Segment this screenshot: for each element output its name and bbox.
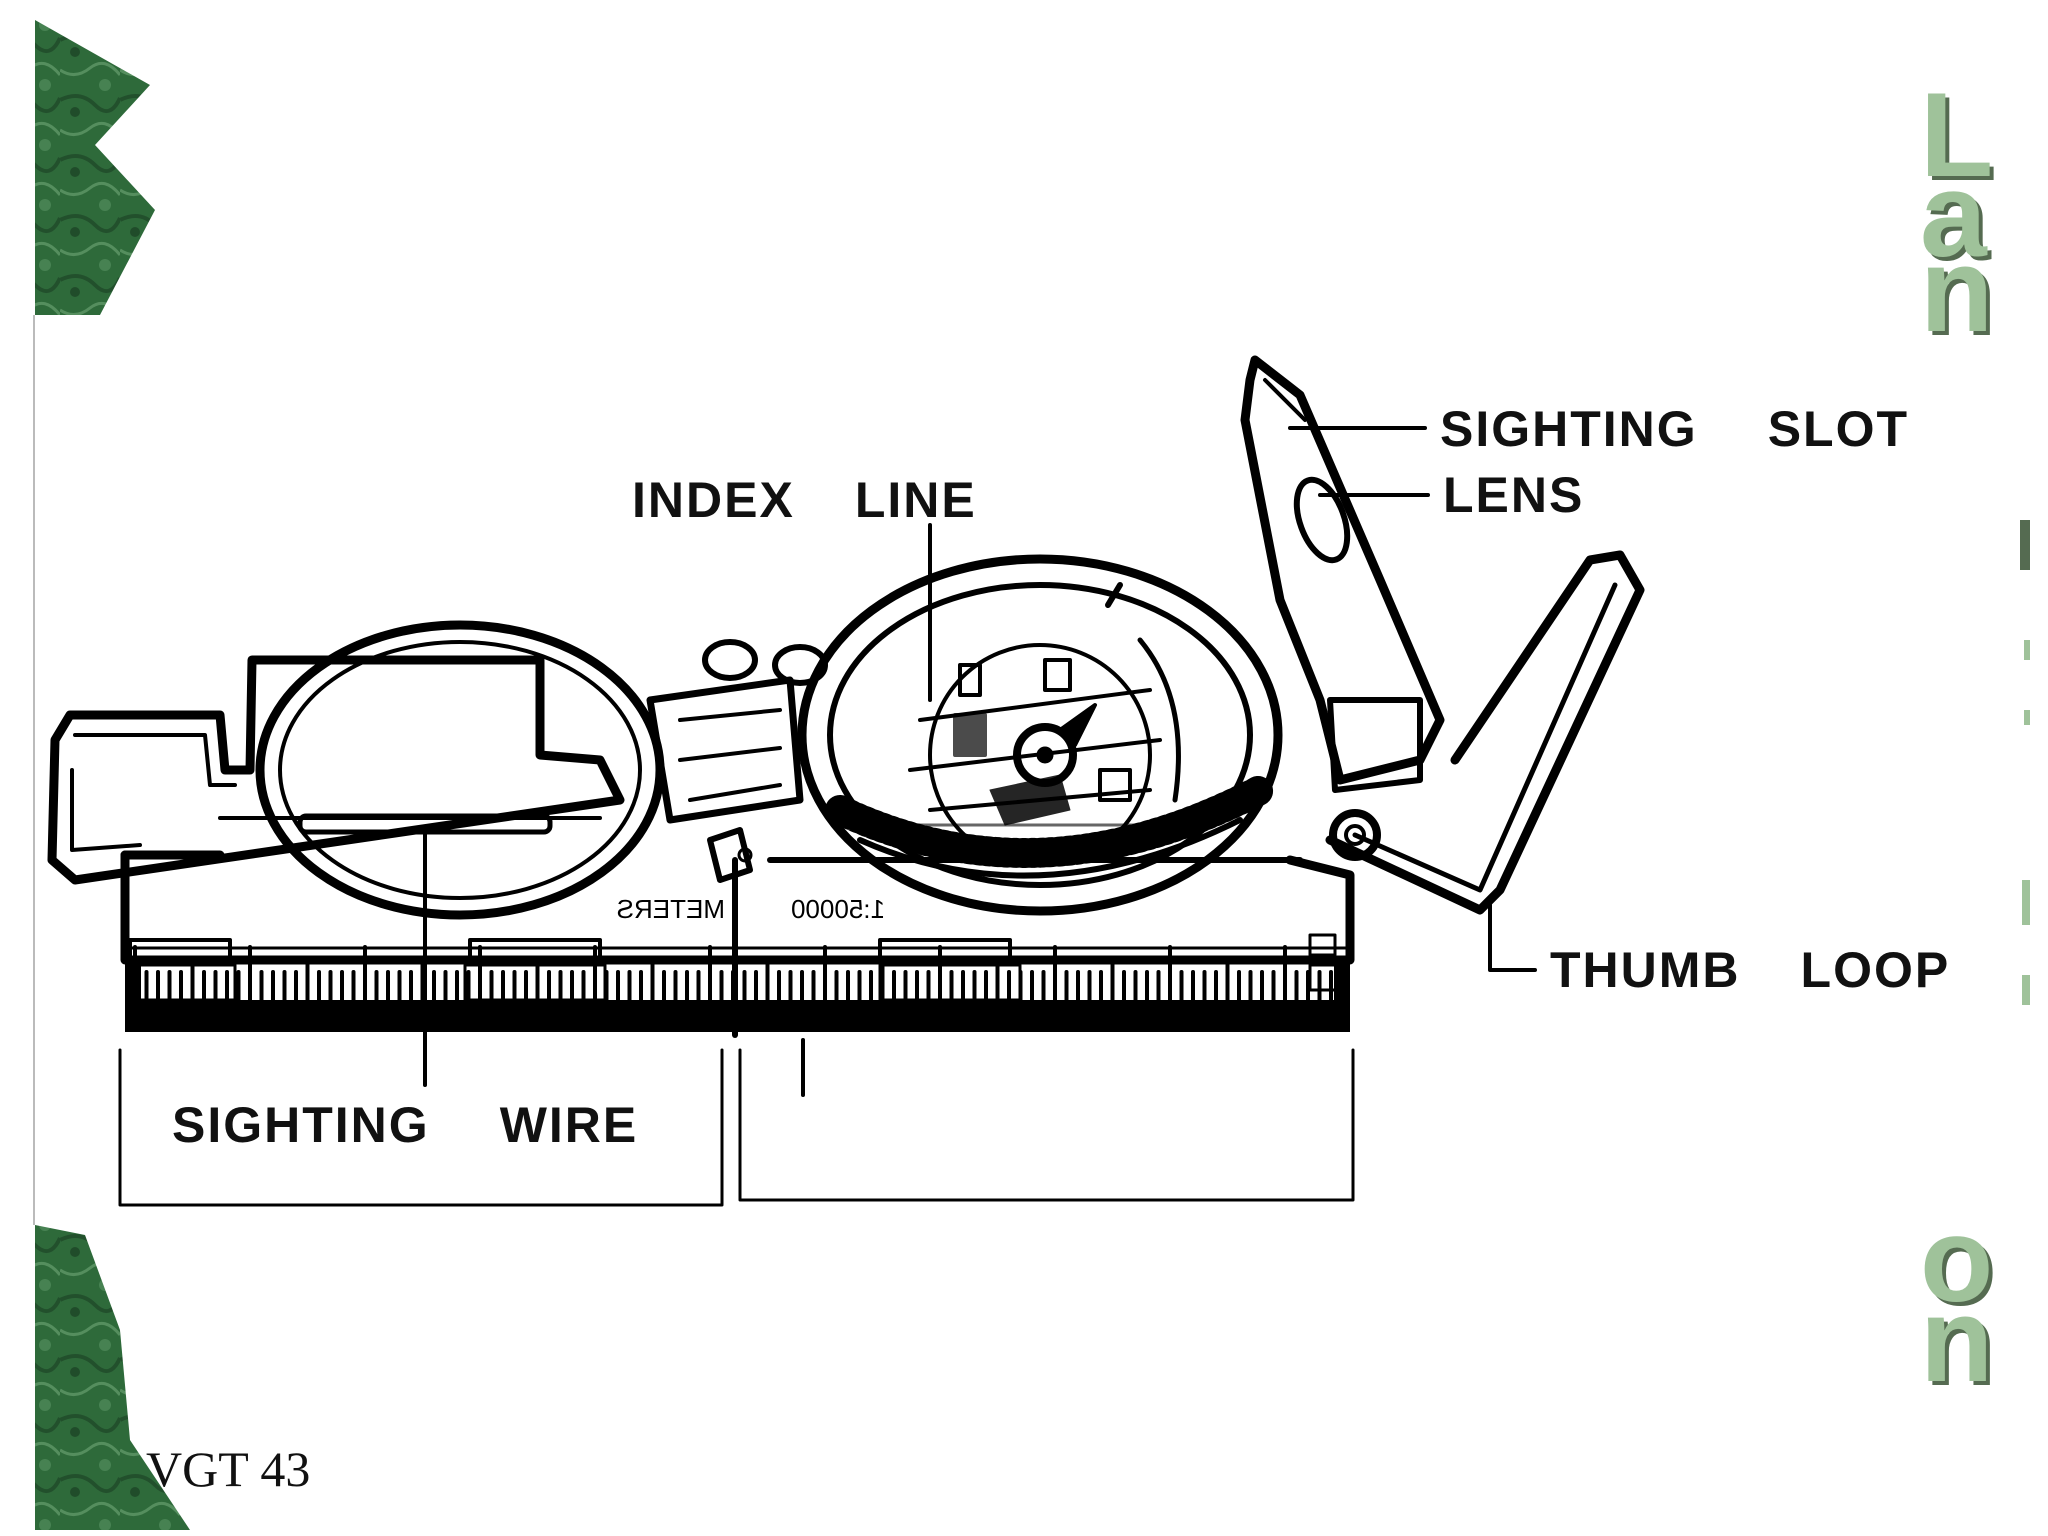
scale-unit: METERS (617, 894, 725, 924)
label-lens: LENS (1443, 470, 1584, 520)
decor-char-3: n (1920, 223, 1994, 357)
label-sighting-slot: SIGHTING SLOT (1440, 404, 1909, 454)
decor-bottom-shard (35, 1225, 190, 1530)
scale-markings: 1:50000 METERS (617, 894, 885, 924)
label-index-line-word1: INDEX (632, 472, 795, 528)
lens-bracket (1240, 355, 1445, 793)
label-lens-text: LENS (1443, 467, 1585, 523)
luminous-bar (989, 774, 1071, 826)
label-sighting-wire: SIGHTING WIRE (172, 1100, 638, 1150)
ruler-ticks (133, 945, 1333, 1004)
label-thumb-loop: THUMB LOOP (1550, 945, 1950, 995)
decor-top-shard (35, 20, 155, 315)
label-index-line: INDEX LINE (632, 475, 977, 525)
base-legs (118, 1048, 1355, 1207)
thumb-loop-pivot (1329, 809, 1381, 861)
label-sighting-wire-word1: SIGHTING (172, 1097, 430, 1153)
decor-char-4: o (1920, 1193, 1994, 1327)
leader-lines (423, 426, 1537, 1097)
label-sighting-slot-word1: SIGHTING (1440, 401, 1698, 457)
leader-thumb-loop (1488, 903, 1537, 972)
decor-char-1: L (1920, 68, 1994, 202)
label-thumb-loop-word2: LOOP (1800, 942, 1951, 998)
base-plate (120, 850, 1355, 1038)
cover-frame (47, 655, 625, 885)
thumb-loop (1325, 550, 1645, 915)
decor-char-2: a (1920, 148, 1987, 282)
label-index-line-word2: LINE (854, 472, 977, 528)
label-thumb-loop-word1: THUMB (1550, 942, 1741, 998)
index-mark (1105, 582, 1123, 608)
decor-char-5: n (1920, 1273, 1994, 1407)
label-sighting-wire-word2: WIRE (499, 1097, 639, 1153)
compass-dial (797, 554, 1283, 916)
slide-footer: VGT 43 (146, 1441, 311, 1497)
scale-ratio: 1:50000 (791, 894, 885, 924)
label-sighting-slot-word2: SLOT (1767, 401, 1910, 457)
